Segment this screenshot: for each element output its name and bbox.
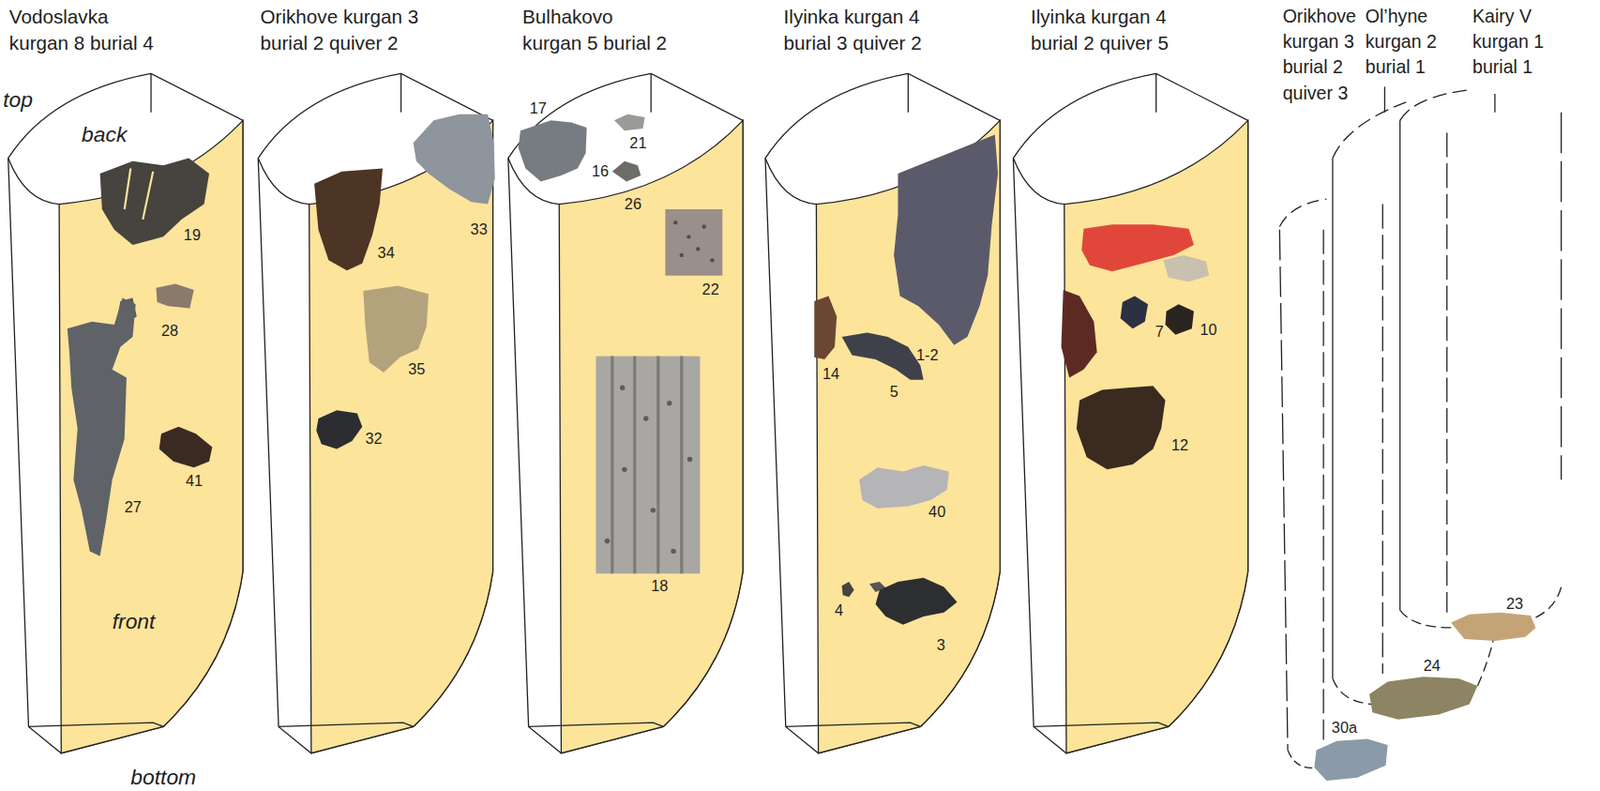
callout-number: 24: [1423, 657, 1441, 675]
axis-label: bottom: [130, 765, 197, 789]
heading: Ilyinka kurgan 4 burial 2 quiver 5: [1030, 3, 1169, 58]
callout-number: 23: [1506, 595, 1524, 613]
callout-number: 16: [591, 163, 609, 181]
callout-number: 12: [1171, 437, 1189, 454]
callout-number: 22: [702, 281, 720, 299]
heading: Orikhove kurgan 3 burial 2 quiver 2: [259, 3, 419, 58]
callout-number: 1-2: [916, 347, 939, 364]
callout-number: 34: [377, 244, 395, 262]
callout-number: 18: [650, 577, 668, 595]
callout-number: 10: [1199, 321, 1217, 339]
heading: Kairy V kurgan 1 burial 1: [1472, 3, 1544, 81]
callout-number: 3: [936, 636, 946, 654]
axis-label: top: [2, 88, 33, 112]
callout-number: 27: [124, 498, 142, 516]
callout-number: 28: [161, 322, 179, 340]
heading: Bulhakovo kurgan 5 burial 2: [522, 3, 667, 58]
callout-number: 17: [529, 100, 547, 118]
callout-number: 5: [890, 383, 899, 401]
callout-number: 30a: [1331, 719, 1358, 737]
heading: Orikhove kurgan 3 burial 2 quiver 3: [1283, 3, 1357, 106]
axis-label: back: [81, 122, 127, 147]
callout-number: 35: [407, 361, 425, 378]
callout-number: 19: [183, 226, 201, 243]
callout-number: 21: [629, 135, 647, 152]
callout-number: 32: [365, 430, 383, 448]
callout-number: 41: [185, 472, 203, 490]
callout-number: 7: [1155, 323, 1164, 341]
callout-number: 40: [928, 503, 946, 521]
callout-number: 26: [624, 196, 642, 213]
axis-label: front: [112, 608, 156, 633]
callout-number: 33: [470, 221, 488, 239]
callout-number: 14: [822, 364, 840, 382]
heading: Ol’hyne kurgan 2 burial 1: [1365, 3, 1437, 81]
heading: Ilyinka kurgan 4 burial 3 quiver 2: [784, 3, 922, 58]
callout-number: 4: [834, 602, 844, 619]
heading: Vodoslavka kurgan 8 burial 4: [9, 3, 154, 58]
